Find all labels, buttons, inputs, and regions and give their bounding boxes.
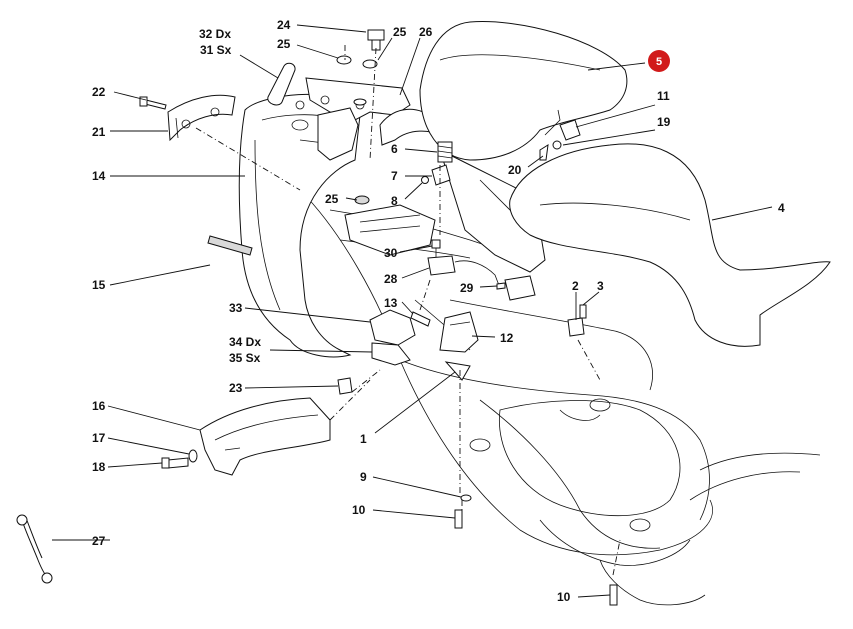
label-25-top: 25 [277, 37, 291, 51]
part-4-front-seat [509, 143, 831, 347]
label-10-left: 10 [352, 503, 366, 517]
part-34-35-side-bracket [371, 342, 411, 366]
label-13: 13 [384, 296, 398, 310]
rear-frame-outline [299, 189, 821, 606]
part-28-sensor [427, 255, 501, 289]
part-10-bolt-b [609, 584, 618, 606]
label-19: 19 [657, 115, 671, 129]
label-7: 7 [391, 169, 398, 183]
label-6: 6 [391, 142, 398, 156]
part-25-washers [336, 55, 378, 205]
part-7-bush [431, 164, 451, 186]
label-34-dx: 34 Dx [229, 335, 261, 349]
label-22: 22 [92, 85, 106, 99]
label-30: 30 [384, 246, 398, 260]
label-17: 17 [92, 431, 106, 445]
leader-lines [52, 24, 773, 598]
label-12: 12 [500, 331, 514, 345]
label-25-mid: 25 [325, 192, 339, 206]
part-3-screw [579, 304, 587, 319]
part-10-bolt-a [454, 509, 463, 529]
label-26: 26 [419, 25, 433, 39]
latch-plate [344, 204, 436, 256]
part-8-nut [421, 176, 429, 184]
part-23-grommet [337, 377, 353, 395]
part-1-hook [444, 361, 471, 381]
label-27: 27 [92, 534, 106, 548]
label-1: 1 [360, 432, 367, 446]
label-9: 9 [360, 470, 367, 484]
label-18: 18 [92, 460, 106, 474]
label-31-sx: 31 Sx [200, 43, 232, 57]
label-25-right: 25 [393, 25, 407, 39]
label-16: 16 [92, 399, 106, 413]
part-2-clip [567, 317, 585, 337]
label-8: 8 [391, 194, 398, 208]
label-2: 2 [572, 279, 579, 293]
part-12-bracket [439, 311, 479, 353]
label-32-dx: 32 Dx [199, 27, 231, 41]
part-16-tray [199, 397, 331, 476]
part-32-31-grip [267, 62, 296, 106]
assembly-lines [195, 45, 621, 576]
part-labels: 5 32 Dx 31 Sx 24 25 25 26 22 21 14 15 11… [92, 18, 785, 604]
part-26-bracket [295, 77, 441, 161]
part-5-rear-seat [419, 21, 628, 161]
part-33-bracket [369, 309, 416, 346]
label-35-sx: 35 Sx [229, 351, 261, 365]
part-24-bolt [367, 29, 385, 51]
label-10-bottom: 10 [557, 590, 571, 604]
label-3: 3 [597, 279, 604, 293]
part-22-bolt [139, 96, 167, 110]
part-27-cable [16, 514, 53, 584]
label-11: 11 [657, 89, 670, 103]
label-4: 4 [778, 201, 785, 215]
highlight-badge [648, 50, 670, 72]
part-18-bolt [161, 457, 189, 469]
part-13-bolt [410, 311, 431, 327]
label-33: 33 [229, 301, 243, 315]
label-14: 14 [92, 169, 106, 183]
label-5: 5 [656, 56, 662, 68]
part-17-washer [188, 449, 198, 463]
label-21: 21 [92, 125, 106, 139]
part-29-switch [496, 275, 536, 301]
label-24: 24 [277, 18, 291, 32]
part-6-spring [437, 141, 453, 163]
label-29: 29 [460, 281, 474, 295]
label-20: 20 [508, 163, 522, 177]
label-28: 28 [384, 272, 398, 286]
label-15: 15 [92, 278, 106, 292]
label-23: 23 [229, 381, 243, 395]
part-21-handle [167, 94, 236, 142]
part-15-decal [207, 235, 253, 256]
part-9-washer [460, 494, 472, 502]
